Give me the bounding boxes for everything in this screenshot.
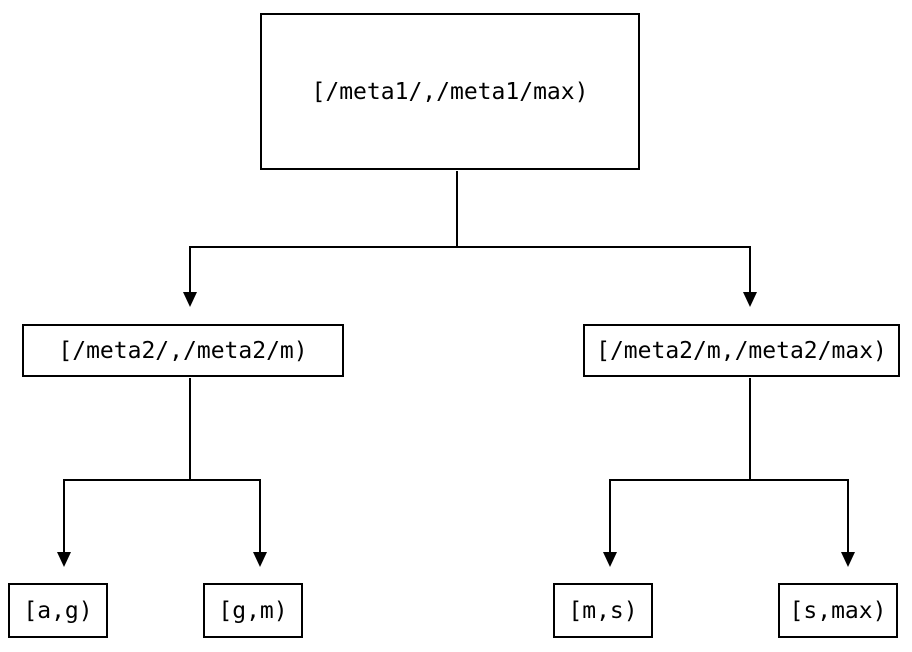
tree-node-meta2-left-label: [/meta2/,/meta2/m) bbox=[58, 337, 308, 364]
arrowhead-down-icon bbox=[183, 292, 197, 307]
tree-node-meta2-right: [/meta2/m,/meta2/max) bbox=[583, 324, 900, 377]
arrowhead-down-icon bbox=[603, 552, 617, 567]
arrowhead-down-icon bbox=[253, 552, 267, 567]
tree-node-root-label: [/meta1/,/meta1/max) bbox=[311, 78, 589, 105]
edge-right-node-to-leaves bbox=[603, 378, 855, 567]
tree-leaf-node-3-label: [m,s) bbox=[568, 597, 638, 624]
tree-leaf-node-3: [m,s) bbox=[553, 583, 653, 638]
tree-leaf-node-2-label: [g,m) bbox=[218, 597, 288, 624]
tree-leaf-node-2: [g,m) bbox=[203, 583, 303, 638]
tree-leaf-node-1: [a,g) bbox=[8, 583, 108, 638]
edge-left-node-to-leaves bbox=[57, 378, 267, 567]
arrowhead-down-icon bbox=[841, 552, 855, 567]
tree-node-root: [/meta1/,/meta1/max) bbox=[260, 13, 640, 170]
arrowhead-down-icon bbox=[743, 292, 757, 307]
arrowhead-down-icon bbox=[57, 552, 71, 567]
tree-leaf-node-4: [s,max) bbox=[778, 583, 898, 638]
tree-leaf-node-1-label: [a,g) bbox=[23, 597, 93, 624]
tree-leaf-node-4-label: [s,max) bbox=[789, 597, 887, 624]
tree-node-meta2-left: [/meta2/,/meta2/m) bbox=[22, 324, 344, 377]
edge-root-to-level1 bbox=[183, 171, 757, 307]
tree-node-meta2-right-label: [/meta2/m,/meta2/max) bbox=[596, 337, 887, 364]
